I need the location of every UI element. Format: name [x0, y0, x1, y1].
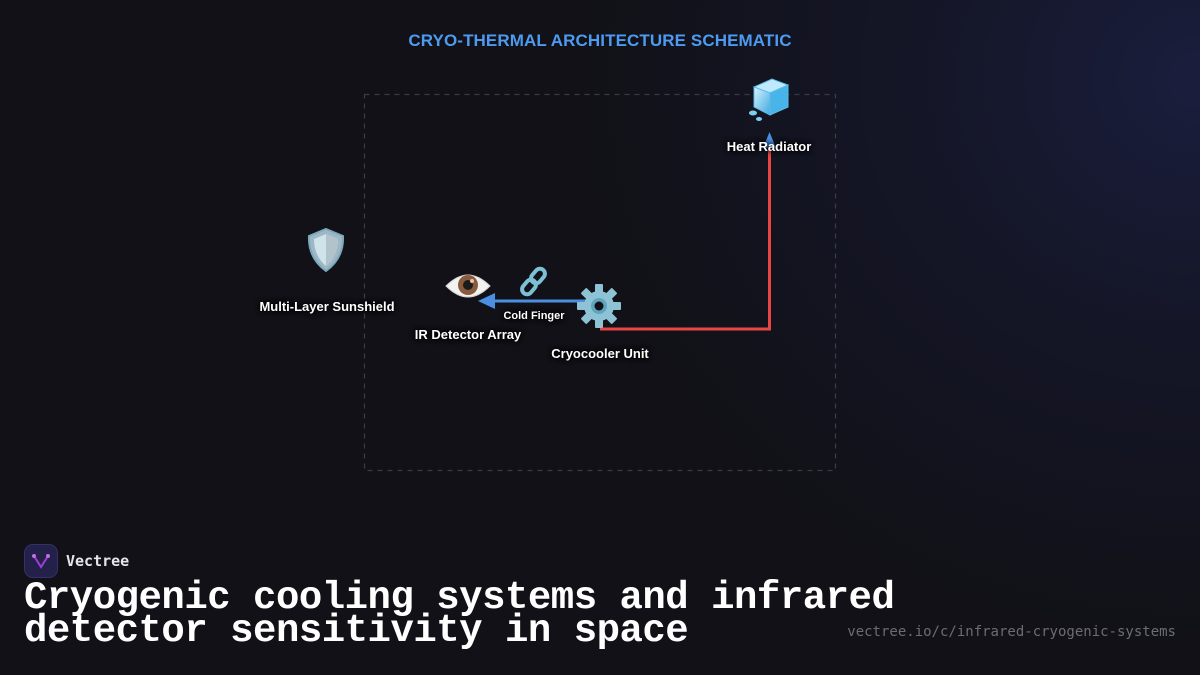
gear-icon — [577, 284, 621, 328]
node-cold-finger[interactable] — [518, 266, 550, 298]
detector-arrowhead — [478, 293, 495, 309]
eye-icon — [445, 274, 491, 298]
diagram-title: CRYO-THERMAL ARCHITECTURE SCHEMATIC — [408, 31, 792, 50]
node-ir-detector[interactable] — [444, 268, 492, 304]
node-cryocooler[interactable] — [575, 282, 623, 330]
headline-line-1: Cryogenic cooling systems and infrared — [24, 576, 895, 620]
node-label: Multi-Layer Sunshield — [259, 299, 395, 314]
node-label: IR Detector Array — [414, 327, 522, 342]
link-icon — [520, 266, 547, 297]
brand[interactable]: Vectree — [24, 544, 129, 578]
headline-line-2: detector sensitivity in space — [24, 609, 689, 653]
heat-rejection-path — [600, 146, 771, 331]
node-label: Cryocooler Unit — [551, 346, 649, 361]
page-url[interactable]: vectree.io/c/infrared-cryogenic-systems — [847, 624, 1176, 640]
brand-logo — [24, 544, 58, 578]
ice-cube-icon — [749, 78, 790, 121]
headline: Cryogenic cooling systems and infrared d… — [24, 579, 895, 651]
radiator-arrowhead — [763, 132, 776, 148]
brand-name: Vectree — [66, 552, 130, 570]
vectree-logo-icon — [32, 554, 50, 569]
shield-icon — [307, 227, 345, 273]
node-sunshield[interactable] — [304, 226, 348, 274]
node-heat-radiator[interactable] — [744, 73, 794, 123]
node-label: Heat Radiator — [726, 139, 812, 154]
edge-label: Cold Finger — [503, 310, 565, 322]
system-boundary — [363, 93, 837, 472]
